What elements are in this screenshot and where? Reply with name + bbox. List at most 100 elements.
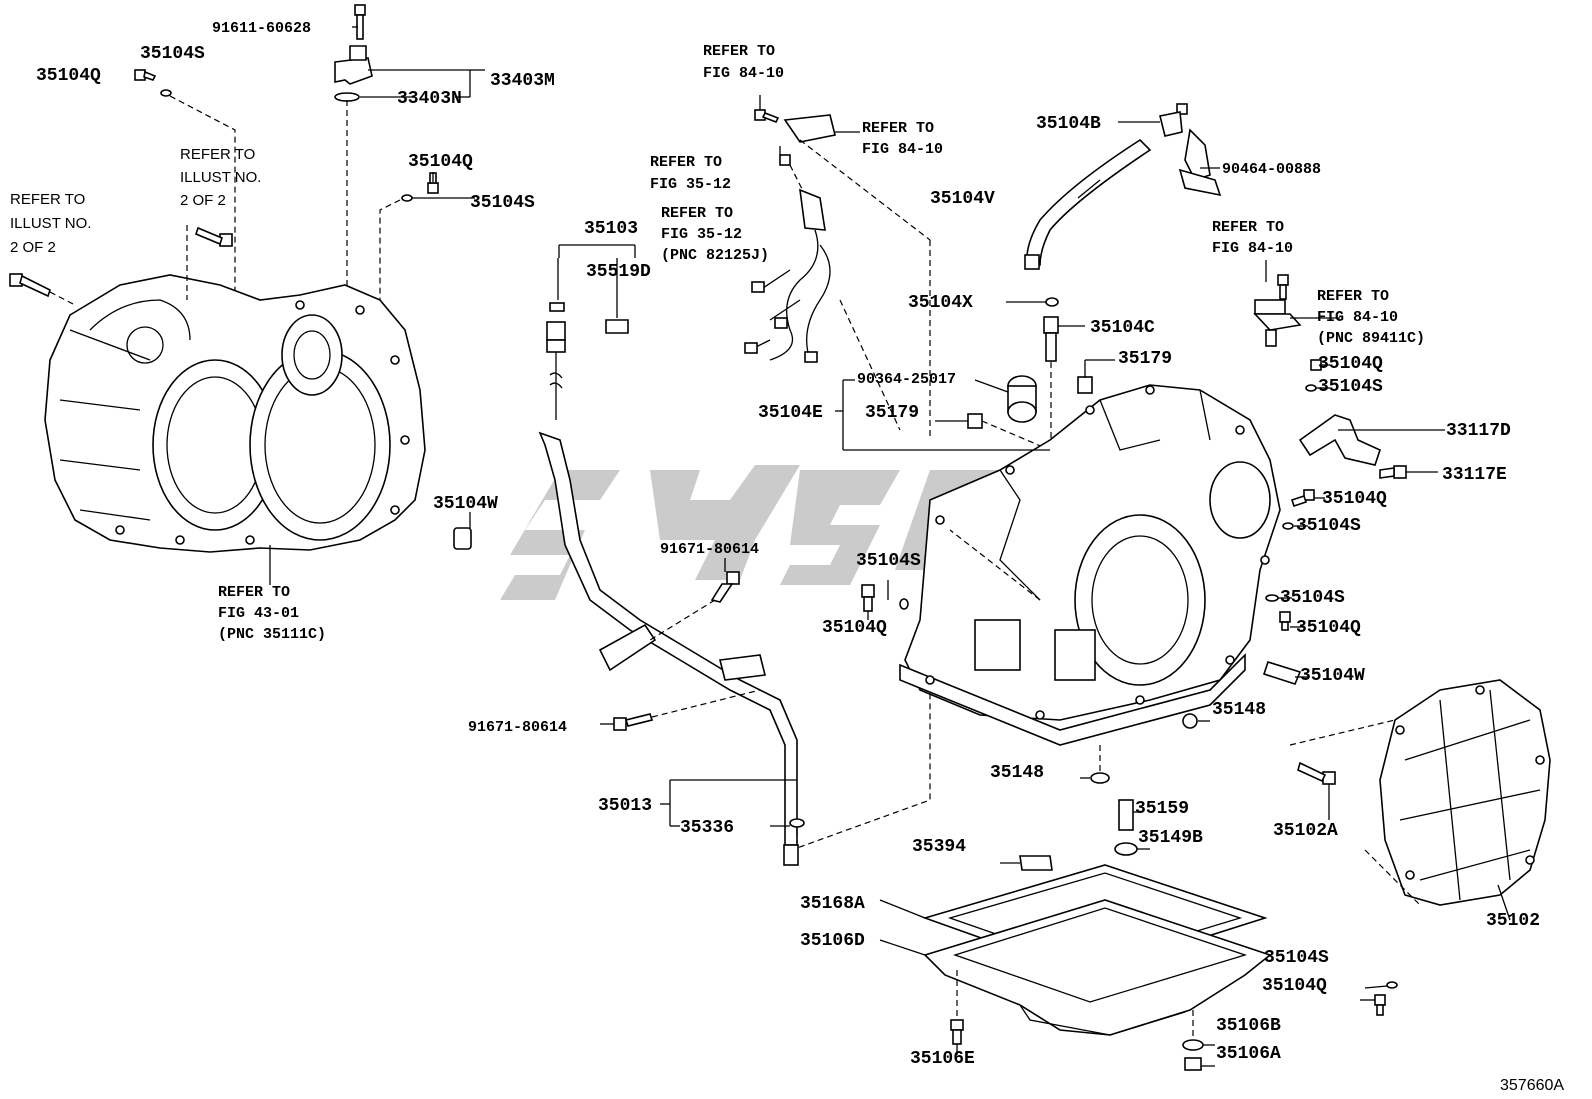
transmission-case [899,384,1281,746]
dowel-pin-icon [453,527,472,550]
part-label: 35104S [1318,377,1383,397]
bolt-icon [9,273,76,306]
bolt-icon [950,970,964,1045]
washer-icon [1090,745,1110,784]
part-label: 35102A [1273,821,1338,841]
bolt-icon [1290,489,1315,508]
part-label: 35104E [758,403,823,423]
part-label: 35179 [1118,349,1172,369]
part-label: 35104Q [1296,618,1361,638]
reference-note: (PNC 89411C) [1317,330,1425,347]
part-label: 90364-25017 [857,371,956,388]
reference-note: 2 OF 2 [10,239,56,256]
o-ring-icon [160,89,236,290]
part-label: 35104Q [1262,976,1327,996]
label-tag-icon [605,258,629,334]
part-label: 35104S [856,551,921,571]
drain-plug-icon [1184,1010,1202,1071]
bolt-icon [754,109,780,124]
part-label: 35104Q [822,618,887,638]
part-label: 35104Q [1318,354,1383,374]
part-label: 91671-80614 [660,541,759,558]
reference-note: FIG 84-10 [862,141,943,158]
illustration-number: 357660A [1500,1077,1564,1094]
part-label: 35394 [912,837,966,857]
reference-note: REFER TO [1212,219,1284,236]
bolt-icon [1277,274,1289,300]
o-ring-icon [899,598,909,610]
part-label: 35159 [1135,799,1189,819]
transaxle-housing [44,274,426,553]
part-label: 35104Q [408,152,473,172]
bolt-icon [1159,103,1188,137]
part-label: 35106A [1216,1044,1281,1064]
bolt-icon [354,4,366,40]
reference-note: REFER TO [1317,288,1389,305]
part-label: 33403M [490,71,555,91]
part-label: 35104Q [1322,489,1387,509]
part-label: 35104S [1264,948,1329,968]
part-label: 35104S [1280,588,1345,608]
reference-note: FIG 35-12 [661,226,742,243]
pipe-icon [1043,316,1059,440]
speed-sensor-icon [783,114,931,440]
reference-note: FIG 84-10 [703,65,784,82]
wire-harness-icon [744,154,901,431]
sleeve-icon [1007,375,1037,423]
reference-note: REFER TO [661,205,733,222]
plug-icon [967,413,1051,451]
part-label: 35104X [908,293,973,313]
oil-strainer-pin-icon [1118,799,1134,831]
part-label: 35106D [800,931,865,951]
part-label: 35104W [1300,666,1365,686]
part-label: 91611-60628 [212,20,311,37]
bolt-icon [134,69,157,81]
part-label: 33117E [1442,465,1507,485]
o-ring-icon [789,645,931,849]
part-label: 35106E [910,1049,975,1069]
part-label: 35106B [1216,1016,1281,1036]
washer-icon [1114,842,1138,856]
part-label: 35104C [1090,318,1155,338]
part-label: 35104S [1296,516,1361,536]
bolt-icon [1379,465,1407,479]
part-label: 35013 [598,796,652,816]
part-label: 35102 [1486,911,1540,931]
part-label: 35104V [930,189,995,209]
part-label: 91671-80614 [468,719,567,736]
magnet-icon [1019,855,1053,871]
bolt-icon [1297,761,1336,785]
part-label: 35519D [586,262,651,282]
sensor-icon [1253,299,1302,347]
part-label: 35104S [470,193,535,213]
part-label: 33117D [1446,421,1511,441]
part-label: 35148 [990,763,1044,783]
reference-note: 2 OF 2 [180,192,226,209]
reference-note: REFER TO [10,191,85,208]
side-cover-icon [1289,679,1551,906]
dipstick-tube-icon [538,431,799,866]
o-ring-icon [1305,384,1317,392]
bolt-icon [1279,611,1291,631]
part-label: 33403N [397,89,462,109]
o-ring-icon [1282,522,1294,530]
part-label: 35149B [1138,828,1203,848]
part-label: 35104B [1036,114,1101,134]
gasket-ring-icon [1182,713,1198,729]
part-label: 35103 [584,219,638,239]
bolt-icon [186,225,233,300]
speed-sensor-icon [1178,128,1222,197]
part-label: 35104S [140,44,205,64]
bracket-icon [1298,414,1381,466]
o-ring-icon [379,194,413,300]
plug-icon [1077,376,1093,394]
oil-pan-icon [923,899,1272,1036]
bolt-icon [613,689,761,731]
o-ring-icon [1265,594,1279,602]
part-label: 35336 [680,818,734,838]
reference-notes: REFER TO FIG 84-10 REFER TO FIG 84-10 RE… [10,43,1425,643]
part-labels: 91611-60628 35104S 35104Q 33403M 33403N … [36,20,1540,1069]
bolt-icon [649,571,740,641]
reference-note: REFER TO [650,154,722,171]
